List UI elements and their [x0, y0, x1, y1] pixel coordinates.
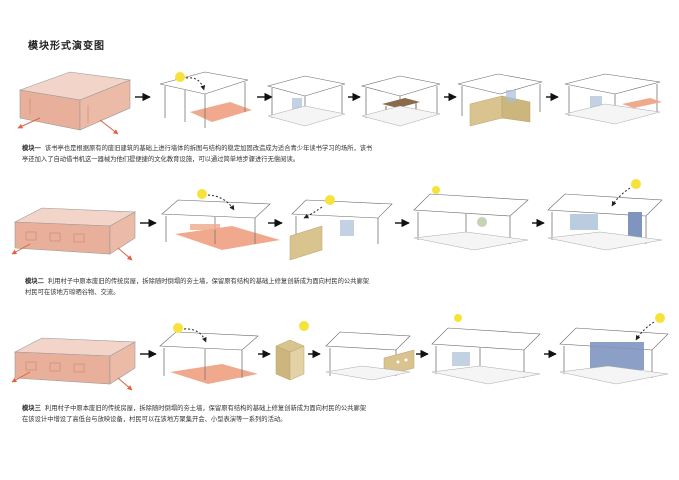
module-1-text-line2: 亭还加入了自动借书机这一器械为他们提便捷的文化教育设施，可以通过简单地步骤进行无… [22, 156, 300, 163]
module-2-caption: 模块二 利用村子中原本废旧的传统房屋，拆除随时倒塌的夯土墙，保留原有结构的基础上… [25, 276, 485, 298]
sun-icon [432, 186, 440, 194]
row2-stage4-pavilion [413, 186, 529, 251]
row2-stage2-frame-floor [161, 189, 280, 250]
sun-icon [631, 179, 641, 189]
row-1 [17, 71, 662, 135]
row3-stage2-frame-floor [159, 323, 259, 384]
sun-icon [454, 314, 462, 322]
sun-icon [299, 321, 309, 331]
row-2 [11, 179, 663, 261]
module-3-label: 模块三 [22, 405, 41, 412]
row3-stage5-pavilion [431, 314, 541, 385]
sun-icon [175, 72, 185, 82]
module-3-caption: 模块三 利用村子中原本废旧的传统房屋，拆除随时倒塌的夯土墙，保留原有结构的基础上… [22, 403, 482, 425]
module-3-text-line1: 利用村子中原本废旧的传统房屋，拆除随时倒塌的夯土墙，保留原有结构的基础上修复创新… [44, 405, 367, 412]
row3-stage6-final [559, 313, 669, 385]
module-3-text-line2: 在该设计中增设了高低台与放映设备，村民可以在该地方聚集开会、小型表演等一系列的活… [22, 416, 287, 423]
module-1-text-line1: 该书亭也是根据原有的废旧建筑的基础上进行墙体的拆图与结构的稳定加固改造成为适合青… [44, 145, 373, 152]
sun-icon [325, 195, 335, 205]
row2-stage3-wood-wall [289, 195, 393, 261]
row1-stage3-pavilion [266, 75, 346, 127]
module-2-text-line2: 村民可在该地方晾晒谷物、交流。 [25, 289, 120, 296]
sun-icon [655, 313, 665, 323]
row2-stage1-old-house [11, 207, 137, 261]
row-3 [11, 313, 669, 391]
module-1-label: 模块一 [22, 145, 41, 152]
module-1-caption: 模块一 该书亭也是根据原有的废旧建筑的基础上进行墙体的拆图与结构的稳定加固改造成… [22, 143, 482, 165]
sun-icon [173, 323, 183, 333]
page-title: 模块形式演变图 [28, 41, 105, 52]
sun-icon [197, 189, 207, 199]
module-2-label: 模块二 [25, 278, 44, 285]
row1-stage5-wood-base [457, 73, 543, 127]
row1-stage6-final [564, 73, 662, 125]
row2-stage5-final [547, 179, 663, 251]
row3-stage4-wall-panel [325, 331, 415, 381]
row1-stage1-original-building [17, 71, 132, 135]
row3-stage1-old-house [11, 337, 137, 391]
module-2-text-line1: 利用村子中原本废旧的传统房屋，拆除随时倒塌的夯土墙，保留原有结构的基础上修复创新… [47, 278, 370, 285]
row1-stage2-frame [159, 71, 252, 128]
row3-stage3-wood-module [275, 321, 309, 381]
row1-stage4-furniture [360, 75, 441, 127]
